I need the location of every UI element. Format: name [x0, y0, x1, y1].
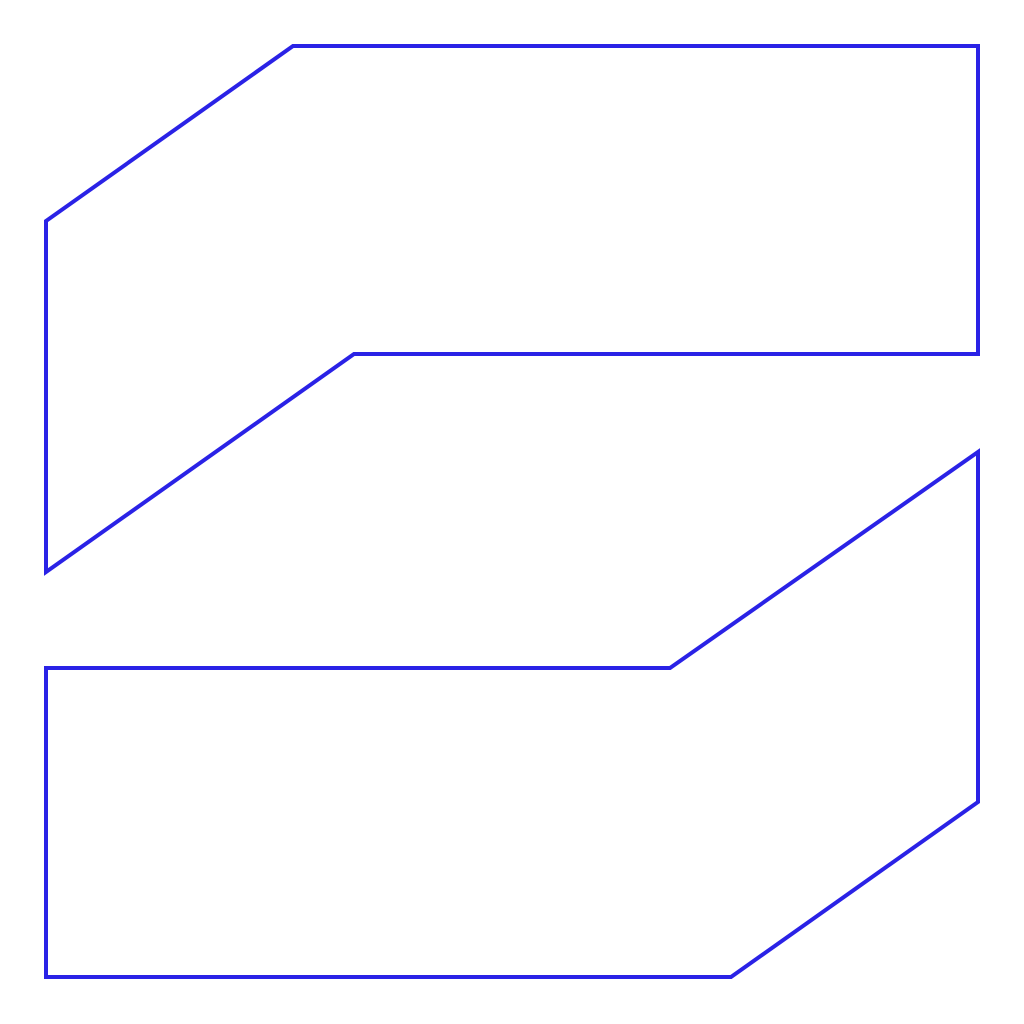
lower-shape-outline [44, 448, 980, 979]
upper-shape-outline [44, 44, 980, 576]
